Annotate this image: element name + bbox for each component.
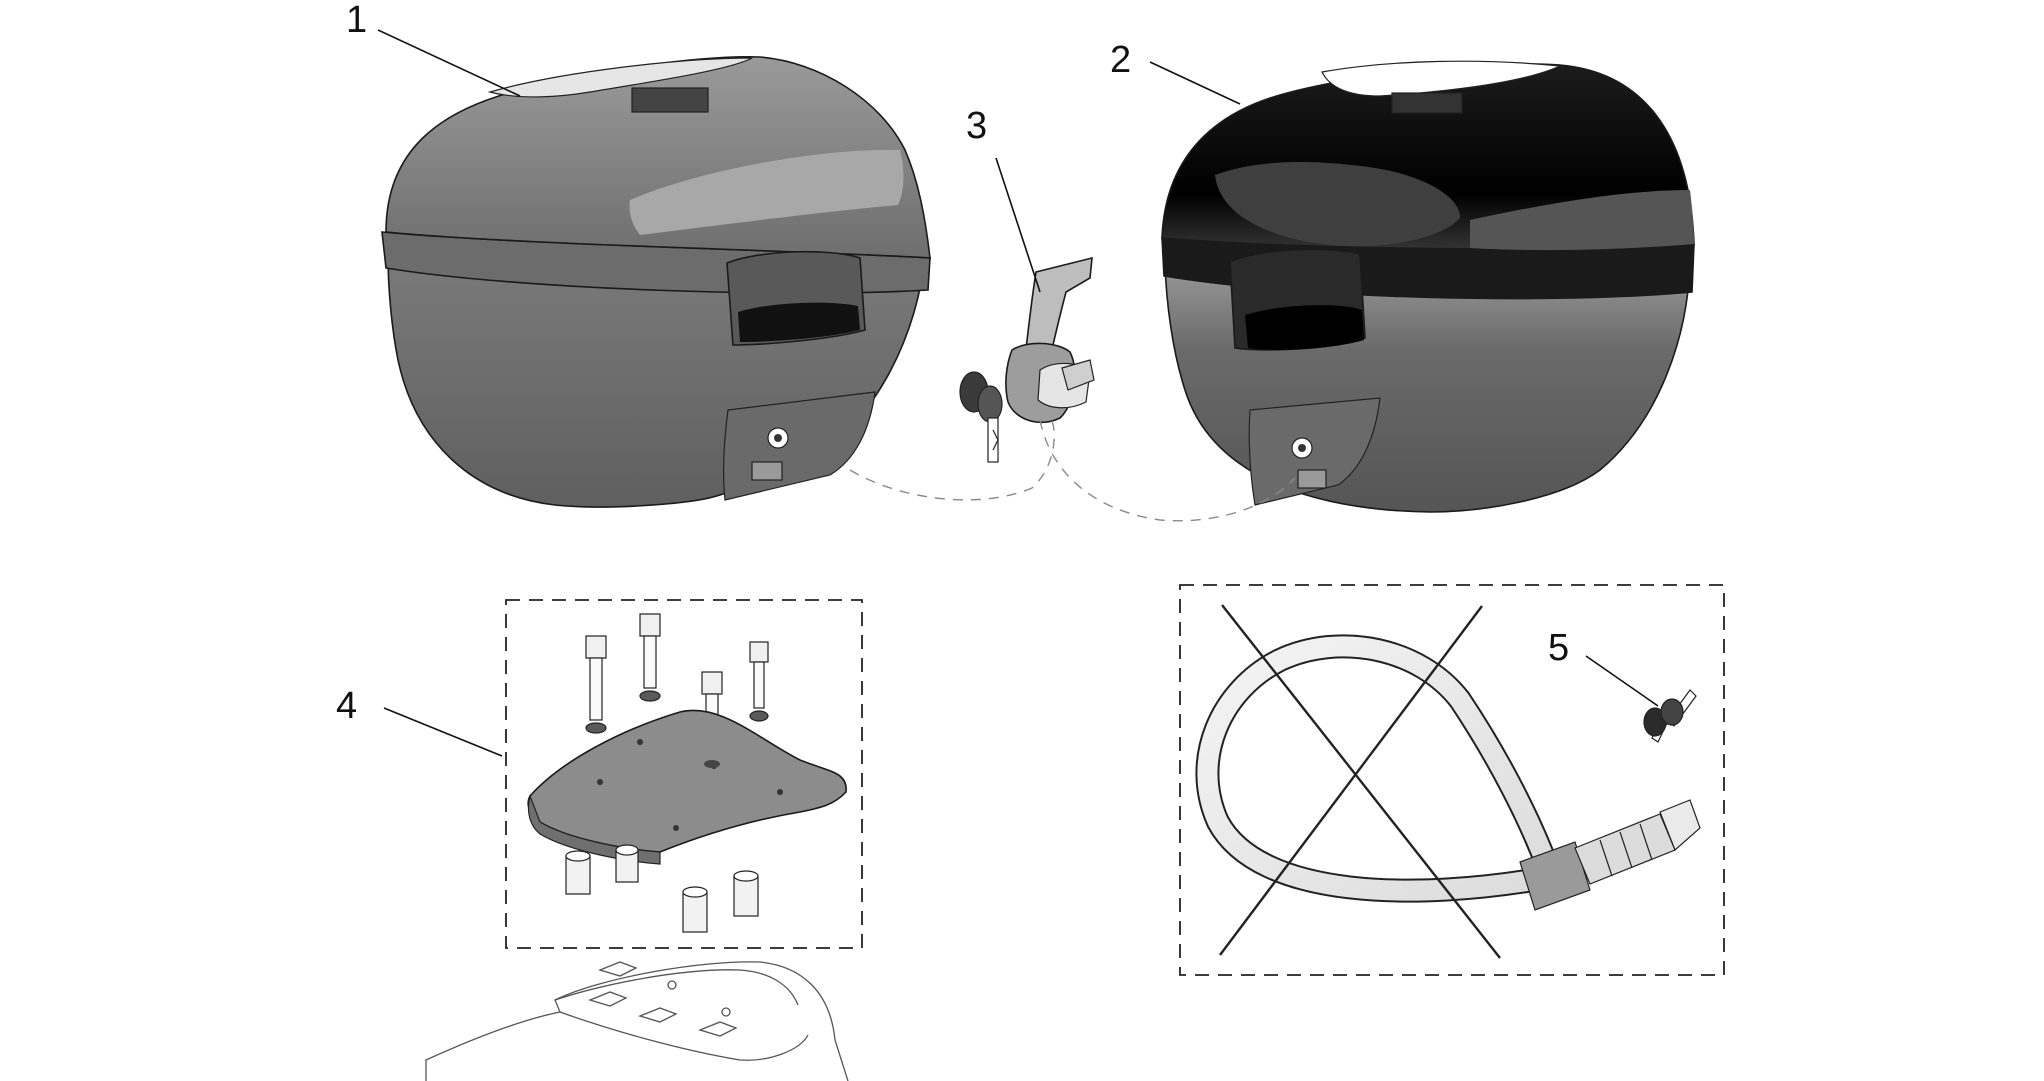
link-lock-to-grey-case [849,419,1055,501]
link-lock-to-black-case [1039,419,1296,522]
rear-rack-partial [425,961,849,1081]
leader-line-2 [1149,61,1241,105]
callout-2: 2 [1110,39,1131,81]
spacer [682,886,708,933]
mounting-kit-frame [505,599,863,949]
cable-lock-frame [1179,584,1725,976]
spacer [615,844,639,883]
callout-4: 4 [336,685,357,727]
spacer [733,870,759,917]
leader-line-3 [995,157,1041,293]
callout-3: 3 [966,105,987,147]
spacer [565,850,591,895]
leader-line-5 [1585,655,1659,707]
leader-line-1 [377,29,521,97]
bolt [585,635,607,734]
cross-out-mark [1219,604,1501,959]
callout-5: 5 [1548,627,1569,669]
top-case-grey [381,56,931,508]
leader-line-4 [383,707,503,757]
top-case-black [1161,60,1695,513]
keys [1643,689,1697,743]
mounting-plate-kit [527,613,847,933]
bolt [639,613,661,702]
cable-lock-not-included [1195,634,1701,911]
callout-1: 1 [346,0,367,41]
lock-barrel-assembly [959,256,1095,463]
bolt [749,641,769,722]
